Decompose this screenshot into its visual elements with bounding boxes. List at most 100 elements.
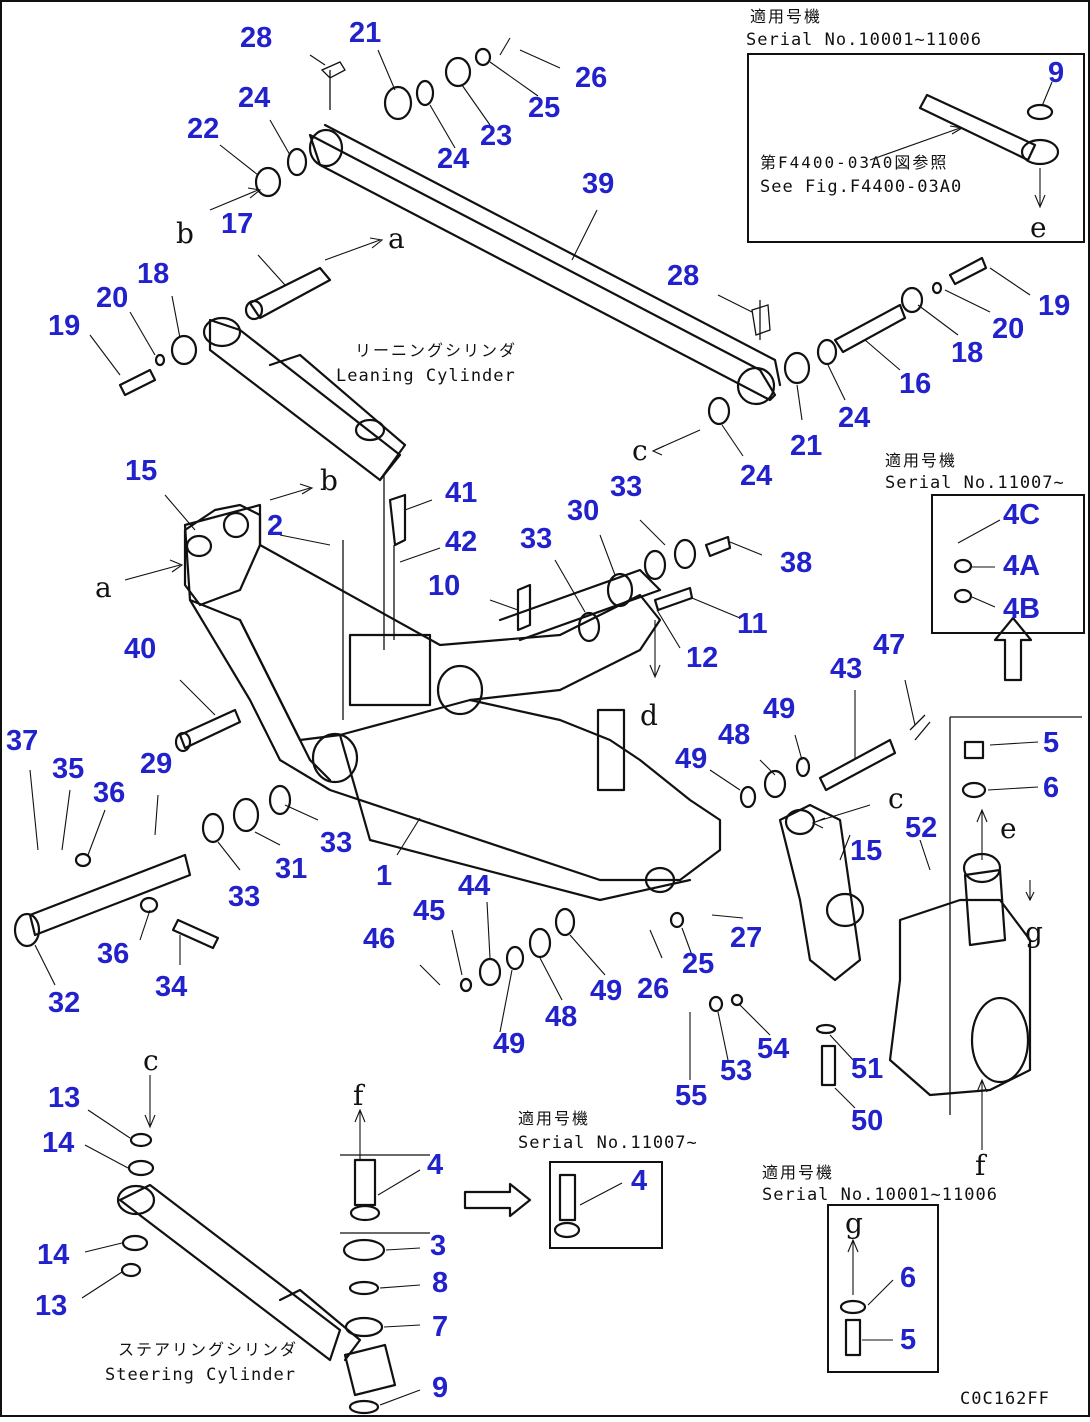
callout-13-top: 13 [48, 1082, 80, 1114]
see-fig-jp: 第F4400-03A0図参照 [760, 153, 948, 172]
arrow-letter-e-right: e [1000, 812, 1017, 845]
leader-lines [29, 37, 1053, 1406]
steering-cylinder-jp: ステアリングシリンダ [118, 1340, 298, 1359]
callout-11: 11 [737, 608, 768, 640]
arrow-letter-c-mid: c [632, 434, 648, 467]
callout-18-left: 18 [137, 258, 169, 290]
callout-41: 41 [445, 477, 477, 509]
callout-4A: 4A [1003, 550, 1040, 582]
callout-19-right: 19 [1038, 290, 1070, 322]
callout-48-mid: 48 [718, 719, 750, 751]
callout-49-mid-b: 49 [763, 693, 795, 725]
callout-6-inset: 6 [900, 1262, 916, 1294]
leaning-cylinder-jp: リーニングシリンダ [355, 341, 517, 360]
callout-7: 7 [432, 1311, 448, 1343]
callout-34: 34 [155, 971, 187, 1003]
callout-48-lower: 48 [545, 1001, 577, 1033]
callout-46: 46 [363, 923, 395, 955]
callout-24-top-left: 24 [238, 82, 270, 114]
callout-24-top-mid: 24 [437, 143, 469, 175]
callout-33-lower-left: 33 [228, 881, 260, 913]
serial-bottom-right-jp: 適用号機 [762, 1163, 834, 1182]
callout-5-right: 5 [1043, 727, 1059, 759]
arrow-letter-f-right: f [975, 1149, 988, 1182]
arrow-letter-g-bottom: g [845, 1207, 863, 1240]
arrow-letter-d: d [640, 699, 658, 732]
callout-2: 2 [267, 510, 283, 542]
callout-20-right: 20 [992, 313, 1024, 345]
callout-53: 53 [720, 1055, 752, 1087]
callout-43: 43 [830, 653, 862, 685]
callout-15-left: 15 [125, 455, 157, 487]
callout-26-top: 26 [575, 62, 607, 94]
figure-code: C0C162FF [960, 1389, 1050, 1409]
callout-21-top: 21 [349, 17, 381, 49]
arrow-letter-c-bottom: c [143, 1044, 159, 1077]
callout-4B: 4B [1003, 593, 1040, 625]
text-labels: 適用号機 Serial No.10001~11006 第F4400-03A0図参… [105, 7, 1065, 1409]
arrow-letter-e-inset: e [1030, 211, 1047, 244]
callout-9-bottom: 9 [432, 1372, 448, 1404]
arrow-letter-f-bottom: f [353, 1079, 366, 1112]
callout-19-left: 19 [48, 310, 80, 342]
callout-12: 12 [686, 642, 718, 674]
callout-21-right: 21 [790, 430, 822, 462]
callout-24-right: 24 [838, 402, 870, 434]
callout-numbers: 28 21 26 25 23 24 24 22 39 17 18 20 19 2… [6, 17, 1070, 1404]
callout-42: 42 [445, 526, 477, 558]
callout-49-lower-b: 49 [590, 975, 622, 1007]
callout-27: 27 [730, 922, 762, 954]
callout-23: 23 [480, 120, 512, 152]
callout-47: 47 [873, 629, 905, 661]
serial-bottom-mid-jp: 適用号機 [518, 1109, 590, 1128]
callout-36-top: 36 [93, 777, 125, 809]
callout-10: 10 [428, 570, 460, 602]
serial-top-right-en: Serial No.10001~11006 [746, 30, 982, 50]
arrow-letter-a-top: a [388, 222, 405, 255]
callout-25-top: 25 [528, 92, 560, 124]
callout-3: 3 [430, 1230, 446, 1262]
callout-9-inset: 9 [1048, 57, 1064, 89]
arrow-letter-g-right: g [1025, 916, 1043, 949]
callout-37: 37 [6, 725, 38, 757]
serial-right-mid-en: Serial No.11007~ [885, 473, 1065, 493]
callout-16: 16 [899, 368, 931, 400]
callout-20-left: 20 [96, 282, 128, 314]
arrow-letters: a a b b c c c d e e f f g g [95, 211, 1047, 1240]
callout-28-top: 28 [240, 22, 272, 54]
callout-44: 44 [458, 870, 490, 902]
inset-box-bottom-mid [549, 1161, 663, 1249]
callout-36-lower: 36 [97, 938, 129, 970]
inset-line-right [949, 716, 1082, 1115]
callout-15-right: 15 [850, 835, 882, 867]
callout-49-lower-a: 49 [493, 1028, 525, 1060]
callout-32: 32 [48, 987, 80, 1019]
callout-26-lower: 26 [637, 973, 669, 1005]
callout-6-right: 6 [1043, 772, 1059, 804]
callout-4-column: 4 [427, 1149, 443, 1181]
line-art [13, 47, 1060, 1415]
leaning-cylinder-en: Leaning Cylinder [336, 366, 516, 386]
serial-bottom-mid-en: Serial No.11007~ [518, 1133, 698, 1153]
inset-box-top-right [747, 53, 1085, 243]
callout-1: 1 [376, 860, 392, 892]
callout-22: 22 [187, 113, 219, 145]
callout-33-mid-a: 33 [520, 523, 552, 555]
arrow-letter-c-right: c [888, 782, 904, 815]
see-fig-en: See Fig.F4400-03A0 [760, 177, 962, 197]
callout-54: 54 [757, 1033, 789, 1065]
callout-25-lower: 25 [682, 948, 714, 980]
callout-51: 51 [851, 1053, 883, 1085]
arrow-letter-a-left: a [95, 571, 112, 604]
callout-55: 55 [675, 1080, 707, 1112]
callout-45: 45 [413, 895, 445, 927]
inset-box-bottom-right [827, 1204, 939, 1373]
serial-right-mid-jp: 適用号機 [885, 451, 957, 470]
callout-14-bottom: 14 [37, 1239, 69, 1271]
arrow-letter-b-mid: b [320, 464, 338, 497]
callout-31: 31 [275, 853, 307, 885]
callout-35: 35 [52, 753, 84, 785]
callout-40: 40 [124, 633, 156, 665]
callout-38: 38 [780, 547, 812, 579]
